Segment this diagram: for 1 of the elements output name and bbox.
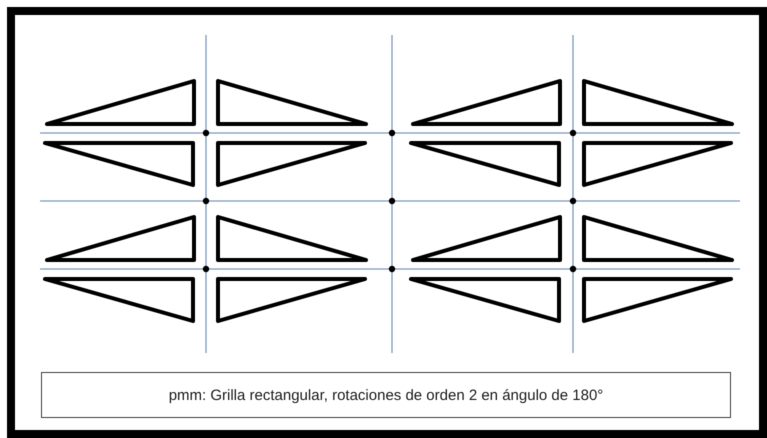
caption-text: pmm: Grilla rectangular, rotaciones de orden 2 en ángulo de 180°: [41, 372, 731, 418]
